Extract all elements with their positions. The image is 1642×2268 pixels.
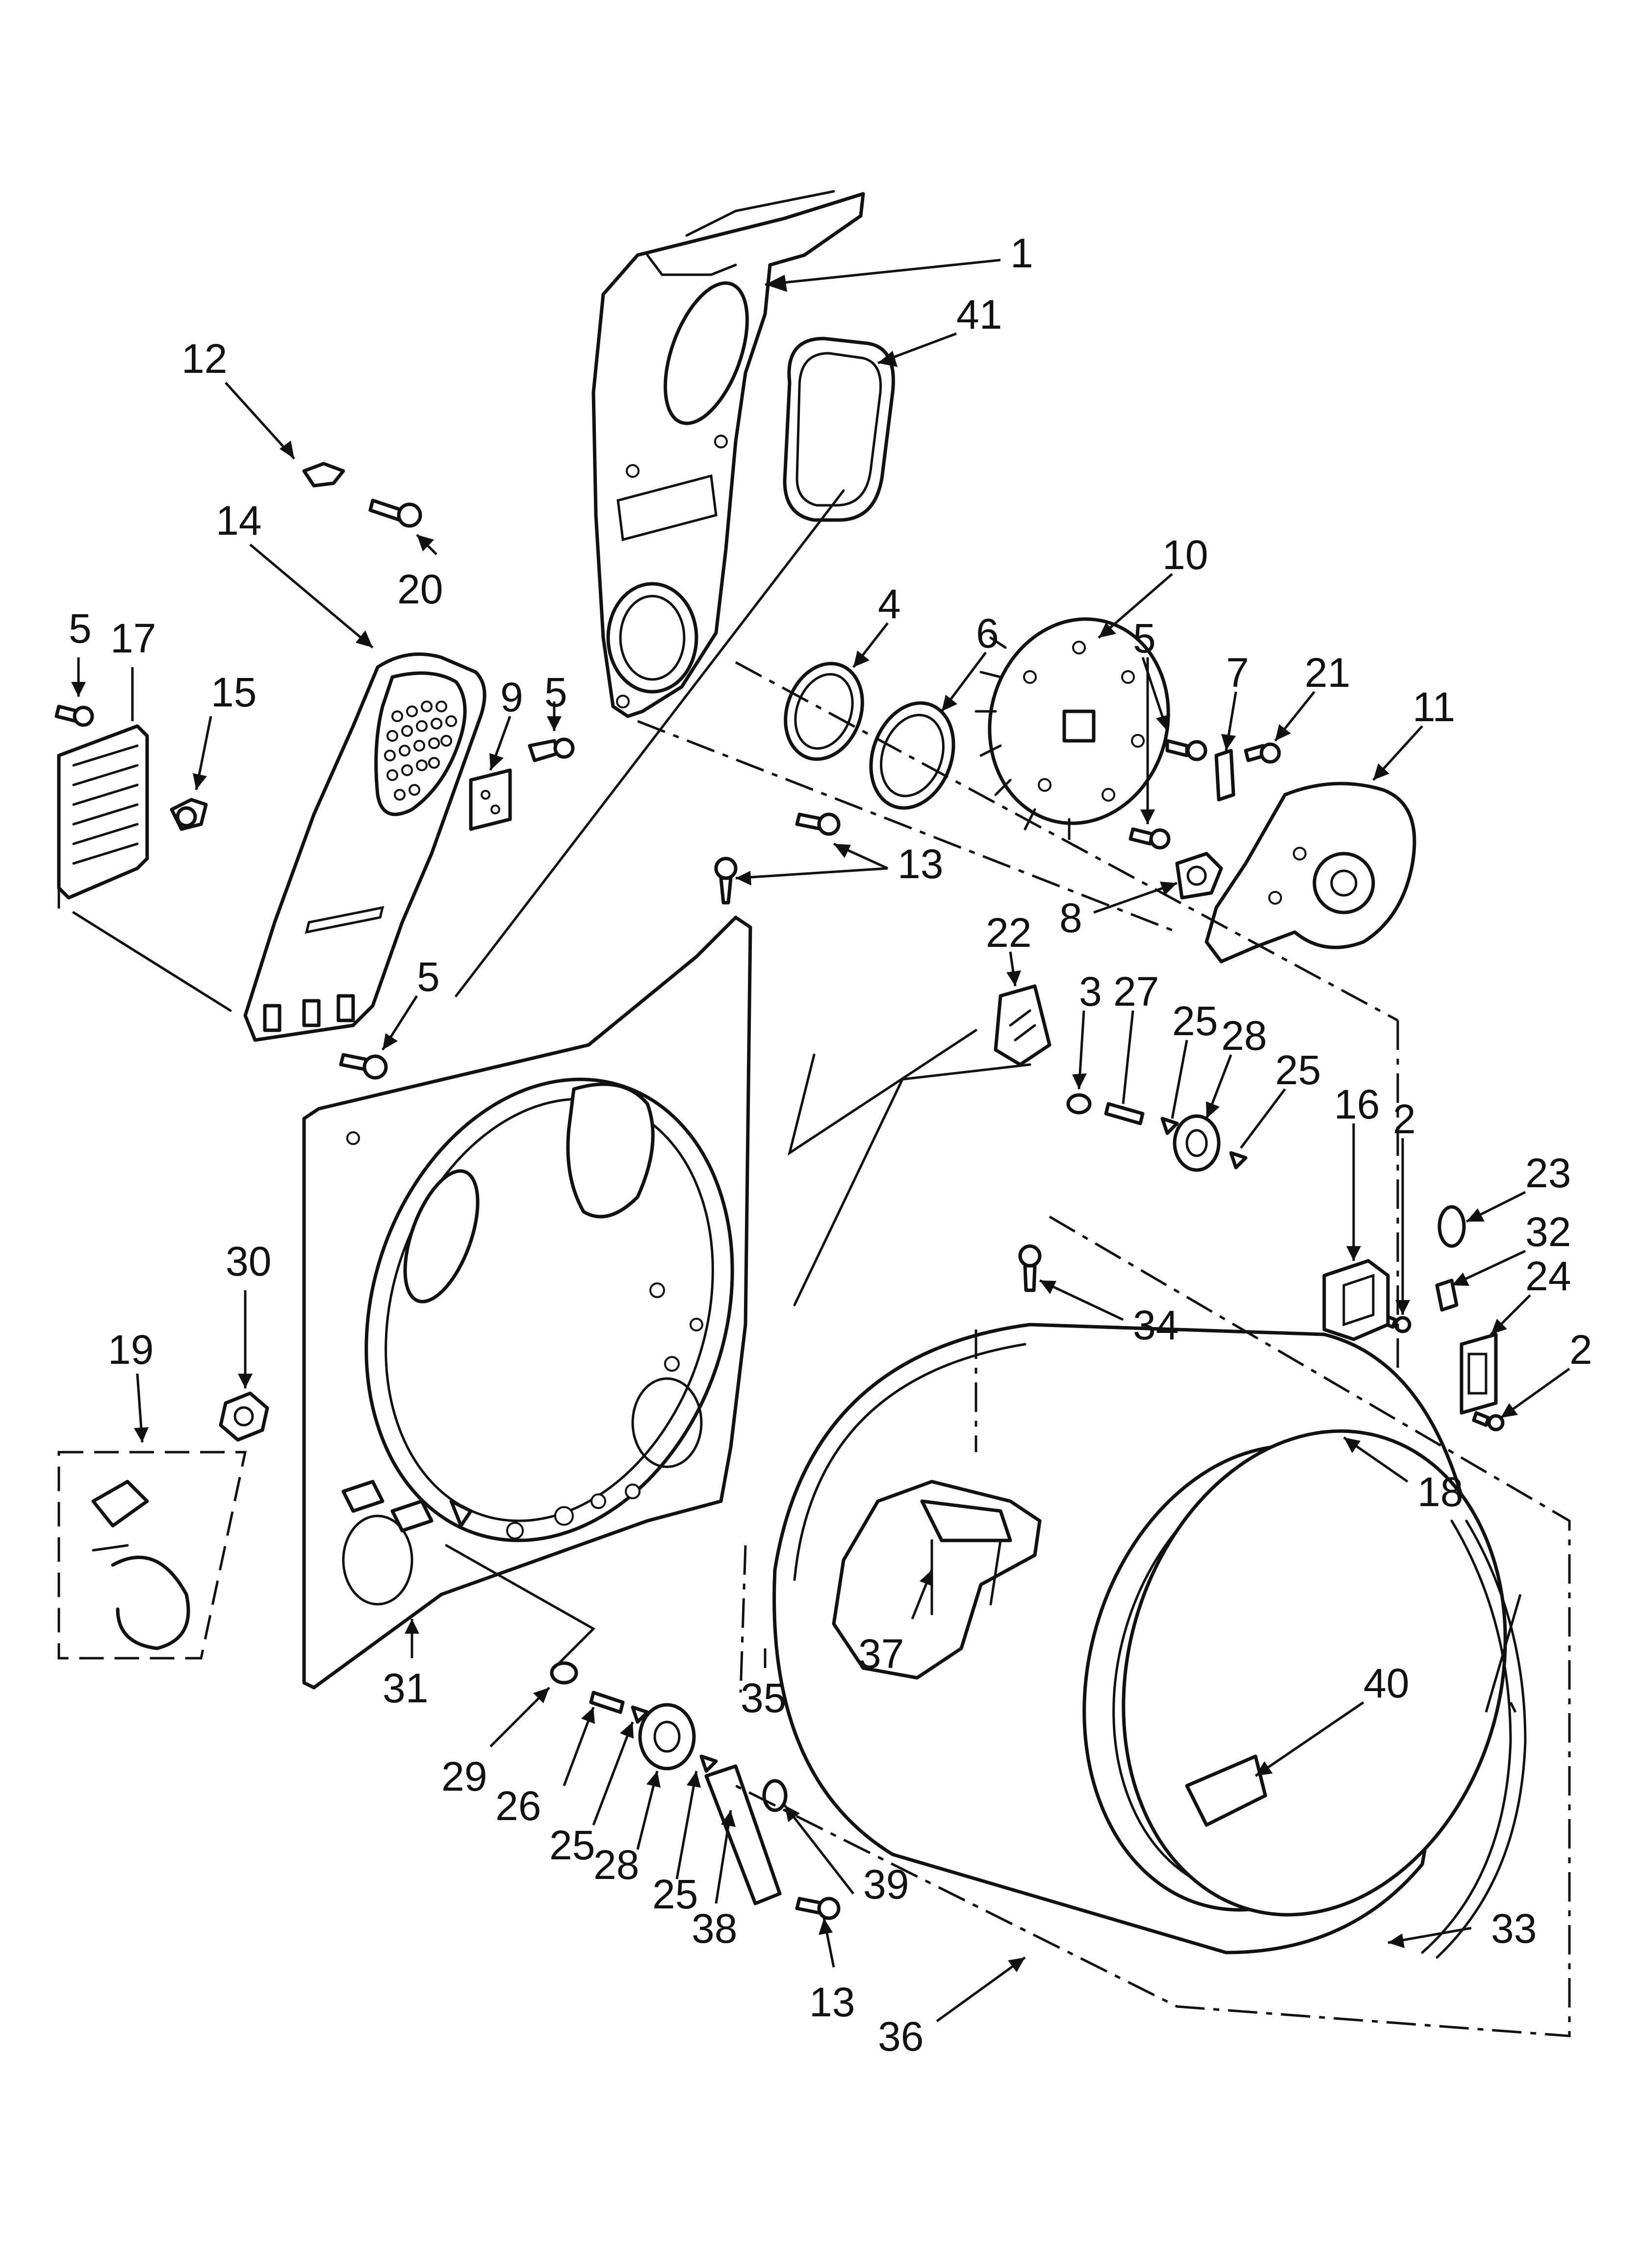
- screw-34: [1018, 1244, 1042, 1292]
- part-front-duct: [591, 190, 865, 718]
- part-drum-seal: [1185, 1754, 1267, 1827]
- callout-label: 28: [1221, 1013, 1267, 1059]
- callout-label: 1: [1010, 230, 1033, 276]
- callout-label: 9: [500, 674, 523, 720]
- screw-21: [1244, 742, 1281, 764]
- callout-label: 36: [878, 2013, 924, 2059]
- callout-label: 22: [986, 910, 1031, 956]
- screw-13a: [795, 812, 841, 836]
- callout-label: 16: [1334, 1081, 1380, 1127]
- screw-5c: [1165, 739, 1207, 761]
- callout-label: 25: [1172, 998, 1218, 1044]
- callout-label: 15: [211, 669, 257, 715]
- screw-5e: [1129, 827, 1171, 850]
- callout-label: 25: [1275, 1047, 1321, 1093]
- part-heater: [57, 724, 149, 909]
- part-power-cord-kit: [57, 1451, 247, 1660]
- callout-label: 20: [397, 566, 443, 612]
- callout-label: 26: [495, 1783, 541, 1829]
- callout-label: 2: [1569, 1327, 1592, 1373]
- part-blower-wheel: [975, 617, 1170, 840]
- callout-label: 2: [1393, 1096, 1416, 1142]
- part-lint-duct: [243, 652, 487, 1042]
- part-bracket-24: [1460, 1332, 1498, 1415]
- callout-label: 24: [1525, 1253, 1571, 1299]
- part-thermostat: [170, 798, 208, 831]
- callout-label: 10: [1162, 532, 1208, 578]
- part-roller-set-right: [1066, 1093, 1248, 1172]
- callout-label: 3: [1079, 968, 1102, 1015]
- callout-label: 5: [544, 669, 567, 715]
- part-clip-7: [1214, 749, 1235, 802]
- part-bulb: [1437, 1205, 1466, 1248]
- callout-label: 7: [1226, 650, 1249, 696]
- screw-5d: [339, 1053, 388, 1080]
- leaders: [71, 259, 1570, 2023]
- callout-label: 23: [1525, 1150, 1571, 1196]
- callout-label: 5: [1133, 615, 1156, 661]
- callout-label: 39: [863, 1861, 909, 1907]
- callout-label: 17: [110, 615, 156, 661]
- callout-label: 8: [1059, 895, 1082, 941]
- part-socket: [1435, 1278, 1459, 1312]
- part-duct-seal: [783, 337, 895, 522]
- part-bracket-9: [469, 768, 512, 831]
- part-seal-ring: [784, 662, 864, 761]
- callout-label: 6: [976, 610, 999, 656]
- part-screw-20: [368, 498, 422, 528]
- screw-5b: [528, 737, 575, 762]
- part-bearing-ring: [869, 701, 955, 810]
- part-drum: [772, 1323, 1507, 1955]
- screw-2b: [1472, 1411, 1505, 1432]
- callout-label: 32: [1525, 1209, 1571, 1255]
- part-rear-panel: [302, 915, 752, 1690]
- callout-label: 13: [809, 1979, 855, 2025]
- callout-label: 28: [593, 1842, 639, 1888]
- callout-label: 40: [1363, 1660, 1409, 1706]
- callout-label: 35: [741, 1675, 786, 1721]
- callout-label: 31: [383, 1665, 428, 1711]
- part-felt-seal: [1421, 1519, 1527, 1959]
- callout-label: 27: [1113, 968, 1159, 1015]
- callout-label: 18: [1417, 1469, 1463, 1515]
- callout-label: 37: [858, 1631, 904, 1677]
- callout-label: 38: [692, 1905, 737, 1952]
- screw-13c: [795, 1897, 841, 1920]
- callout-label: 33: [1491, 1905, 1537, 1952]
- part-clip-12: [302, 462, 345, 488]
- callout-label: 14: [216, 497, 261, 544]
- callout-label: 21: [1305, 650, 1350, 696]
- callout-label: 30: [226, 1238, 271, 1284]
- callout-label: 29: [441, 1753, 487, 1799]
- part-switch-housing: [1322, 1259, 1390, 1341]
- part-baffle: [832, 1480, 1042, 1680]
- callout-label: 4: [878, 581, 901, 627]
- screws: [54, 704, 1505, 1920]
- assembly-lines: [72, 489, 1571, 2037]
- callout-label: 13: [898, 841, 943, 887]
- callout-label: 25: [549, 1822, 595, 1868]
- callout-label: 19: [108, 1327, 154, 1373]
- part-thermal-fuse: [1175, 852, 1223, 900]
- callout-label: 5: [69, 605, 92, 652]
- screw-5a: [54, 704, 94, 727]
- screw-13b: [714, 857, 738, 905]
- part-nut: [219, 1391, 269, 1442]
- callout-label: 5: [417, 954, 440, 1000]
- part-blower-housing: [1205, 782, 1416, 964]
- part-pad: [994, 984, 1052, 1067]
- callout-label: 25: [652, 1871, 698, 1917]
- callout-label: 11: [1412, 684, 1455, 730]
- callout-label: 12: [181, 336, 227, 382]
- lint-screen-holes: [384, 701, 457, 801]
- callout-label: 34: [1133, 1302, 1179, 1348]
- callout-labels: 1 41 12 20 14 5 17 15 9 5 4 6 10 5 7 21 …: [69, 230, 1592, 2059]
- callout-label: 41: [956, 291, 1002, 338]
